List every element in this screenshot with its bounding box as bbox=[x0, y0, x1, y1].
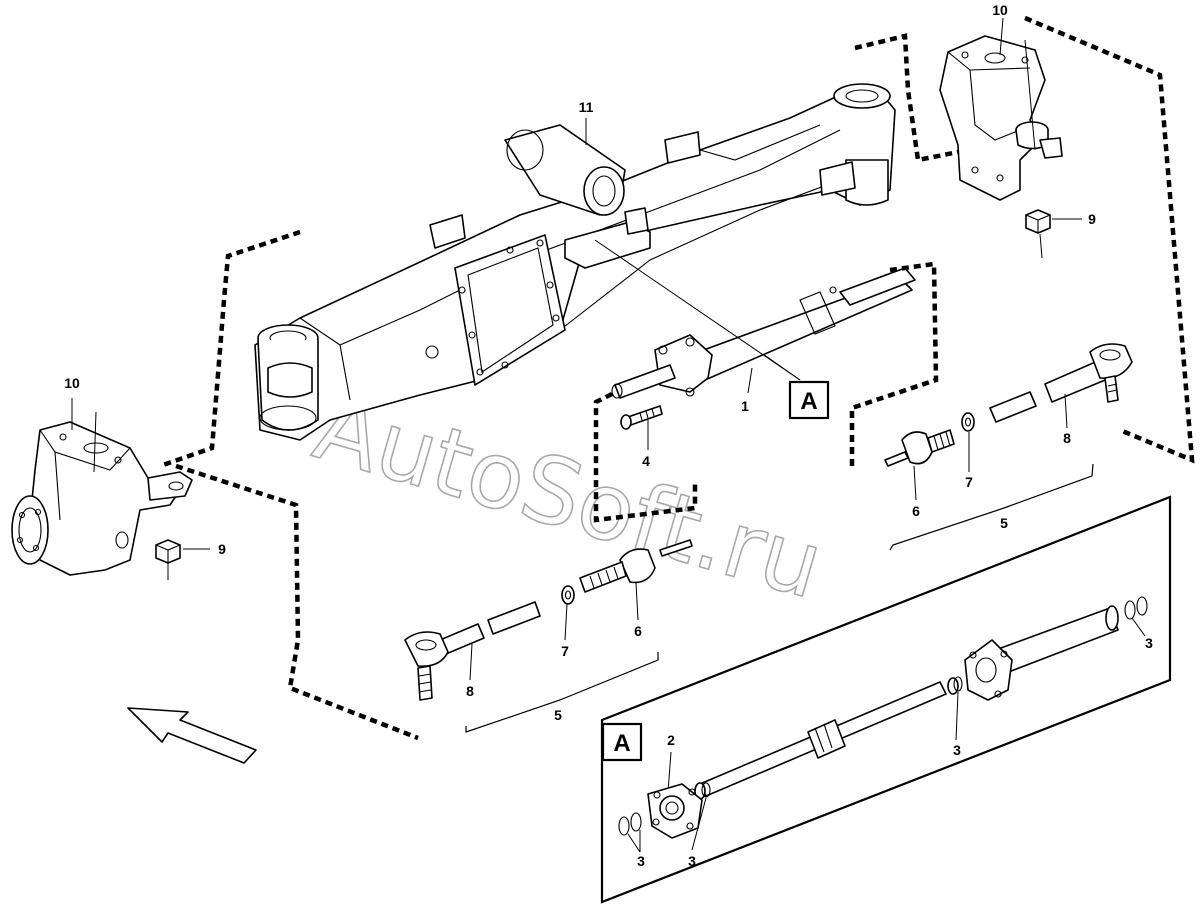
axle-beam bbox=[254, 83, 896, 441]
direction-arrow-icon bbox=[127, 707, 257, 764]
bolt bbox=[620, 405, 663, 430]
callout-6-right: 6 bbox=[912, 503, 920, 519]
steering-cylinder bbox=[611, 267, 916, 399]
detail-tag-a-panel-label: A bbox=[613, 730, 630, 757]
tie-rod-right bbox=[884, 343, 1133, 467]
callout-3-b: 3 bbox=[953, 742, 961, 758]
callout-11: 11 bbox=[579, 99, 594, 115]
callout-3-a: 3 bbox=[1145, 635, 1153, 651]
callout-3-d: 3 bbox=[688, 853, 696, 869]
callout-6-left: 6 bbox=[634, 623, 642, 639]
watermark: AutoSoft.ru bbox=[304, 373, 834, 619]
leader-lines bbox=[71, 17, 1082, 793]
callout-2: 2 bbox=[667, 732, 675, 748]
callout-4: 4 bbox=[642, 453, 650, 469]
callout-5-left: 5 bbox=[554, 707, 562, 723]
nut-left bbox=[155, 539, 181, 564]
steering-knuckle-left bbox=[11, 421, 193, 576]
detail-tag-a-panel: A bbox=[601, 722, 643, 762]
callout-10-right: 10 bbox=[992, 2, 1008, 18]
nut-right bbox=[1025, 209, 1051, 234]
callout-1: 1 bbox=[741, 398, 749, 414]
detail-tag-a-main: A bbox=[788, 380, 830, 420]
callout-7-right: 7 bbox=[965, 474, 973, 490]
callout-5-right: 5 bbox=[1000, 515, 1008, 531]
callout-10-left: 10 bbox=[64, 375, 80, 391]
steering-knuckle-right bbox=[939, 35, 1063, 201]
detail-tag-a-main-label: A bbox=[800, 388, 817, 415]
callout-3-c: 3 bbox=[637, 853, 645, 869]
group-brackets bbox=[465, 463, 1094, 733]
callout-labels: 1 2 3 3 3 3 4 5 5 6 6 7 7 8 8 9 9 10 10 … bbox=[64, 2, 1153, 869]
break-lines bbox=[159, 15, 1195, 741]
callout-9-right: 9 bbox=[1088, 211, 1096, 227]
callout-8-right: 8 bbox=[1063, 430, 1071, 446]
detail-a-panel bbox=[600, 495, 1172, 904]
callout-7-left: 7 bbox=[561, 643, 569, 659]
tie-rod-left bbox=[404, 539, 693, 701]
callout-8-left: 8 bbox=[466, 683, 474, 699]
callout-9-left: 9 bbox=[218, 541, 226, 557]
